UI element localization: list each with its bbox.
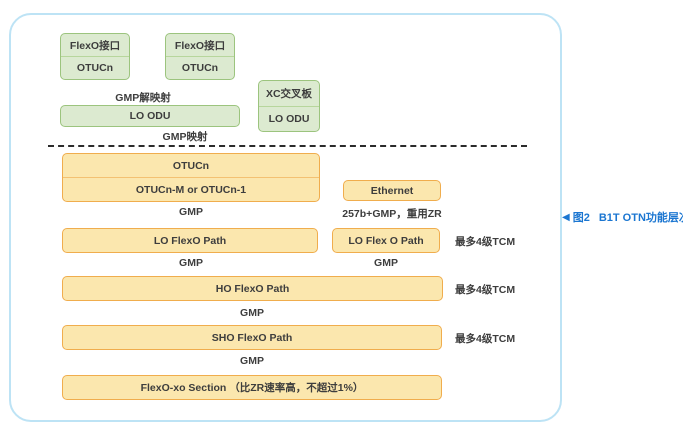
gmp-label-2: GMP <box>179 257 203 269</box>
otucn-m-label: OTUCn-M or OTUCn-1 <box>63 177 319 201</box>
lo-flex-o-path-box: LO Flex O Path <box>332 228 440 253</box>
figure-number: 图2 <box>572 212 590 224</box>
figure-caption: ◀ 图2 B1T OTN功能层次 <box>562 209 683 225</box>
flexo-interface-box-1: FlexO接口 OTUCn <box>60 33 130 80</box>
ethernet-box: Ethernet <box>343 180 441 201</box>
gmp-demap-label: GMP解映射 <box>115 92 171 104</box>
gmp-label-1: GMP <box>179 206 203 218</box>
flexo-interface-box-2: FlexO接口 OTUCn <box>165 33 235 80</box>
flexo-interface-label: FlexO接口 <box>69 39 121 52</box>
gmp-label-3: GMP <box>374 257 398 269</box>
otucn-layer-box: OTUCn OTUCn-M or OTUCn-1 <box>62 153 320 202</box>
xc-crossconnect-box: XC交叉板 LO ODU <box>258 80 320 132</box>
otucn-label: OTUCn <box>61 56 129 79</box>
left-triangle-icon: ◀ <box>562 211 570 223</box>
gmp-label-4: GMP <box>240 307 264 319</box>
flexo-interface-label: FlexO接口 <box>174 39 226 52</box>
otucn-label: OTUCn <box>166 56 234 79</box>
gmp-map-label: GMP映射 <box>162 131 208 143</box>
otucn-label: OTUCn <box>172 159 210 172</box>
section-divider-dashed-line <box>48 145 527 147</box>
ethernet-mapping-note: 257b+GMP，重用ZR <box>342 208 442 220</box>
lo-flexo-path-box: LO FlexO Path <box>62 228 318 253</box>
ho-flexo-path-box: HO FlexO Path <box>62 276 443 301</box>
tcm-note-2: 最多4级TCM <box>455 284 516 296</box>
xc-board-label: XC交叉板 <box>265 87 313 100</box>
diagram-frame <box>9 13 562 422</box>
lo-odu-box: LO ODU <box>60 105 240 127</box>
lo-odu-label: LO ODU <box>259 105 319 132</box>
figure-title: B1T OTN功能层次 <box>598 212 683 224</box>
tcm-note-3: 最多4级TCM <box>455 333 516 345</box>
flexo-xo-section-box: FlexO-xo Section （比ZR速率高，不超过1%） <box>62 375 442 400</box>
sho-flexo-path-box: SHO FlexO Path <box>62 325 442 350</box>
tcm-note-1: 最多4级TCM <box>455 236 516 248</box>
gmp-label-5: GMP <box>240 355 264 367</box>
